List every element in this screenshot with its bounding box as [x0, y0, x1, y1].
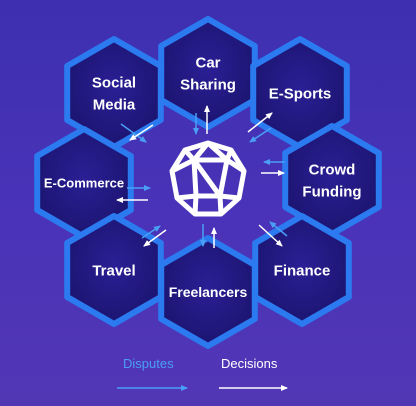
disputes-legend-label: Disputes: [123, 356, 174, 371]
dispute-arrow: [141, 225, 161, 239]
hex-label-crowd-funding: Crowd: [309, 161, 356, 178]
hex-label-e-sports: E-Sports: [269, 85, 332, 102]
hex-label-freelancers: Freelancers: [169, 284, 248, 300]
hex-label-travel: Travel: [92, 262, 135, 279]
hex-label-car-sharing: Car: [195, 54, 220, 71]
hex-label-social-media: Media: [93, 96, 136, 113]
hex-label-crowd-funding: Funding: [302, 183, 361, 200]
hex-node-finance: Finance: [252, 213, 352, 327]
dispute-arrow: [120, 123, 147, 143]
hex-label-finance: Finance: [274, 262, 331, 279]
hexagon-shape: [64, 213, 164, 327]
hex-label-car-sharing: Sharing: [180, 76, 236, 93]
decision-arrow: [143, 229, 167, 247]
decision-arrow: [247, 112, 273, 133]
decision-arrow: [258, 224, 283, 247]
decision-arrow: [129, 124, 154, 141]
hex-node-travel: Travel: [64, 213, 164, 327]
hex-label-social-media: Social: [92, 74, 136, 91]
hex-label-e-commerce: E-Commerce: [44, 176, 124, 191]
hex-node-e-sports: E-Sports: [250, 36, 350, 150]
dispute-arrow: [269, 221, 288, 237]
hexagon-shape: [158, 16, 258, 130]
dispute-arrow: [249, 127, 272, 143]
hex-node-freelancers: Freelancers: [158, 235, 258, 349]
decisions-legend-label: Decisions: [221, 356, 278, 371]
d20-polyhedron-icon: [169, 140, 247, 217]
